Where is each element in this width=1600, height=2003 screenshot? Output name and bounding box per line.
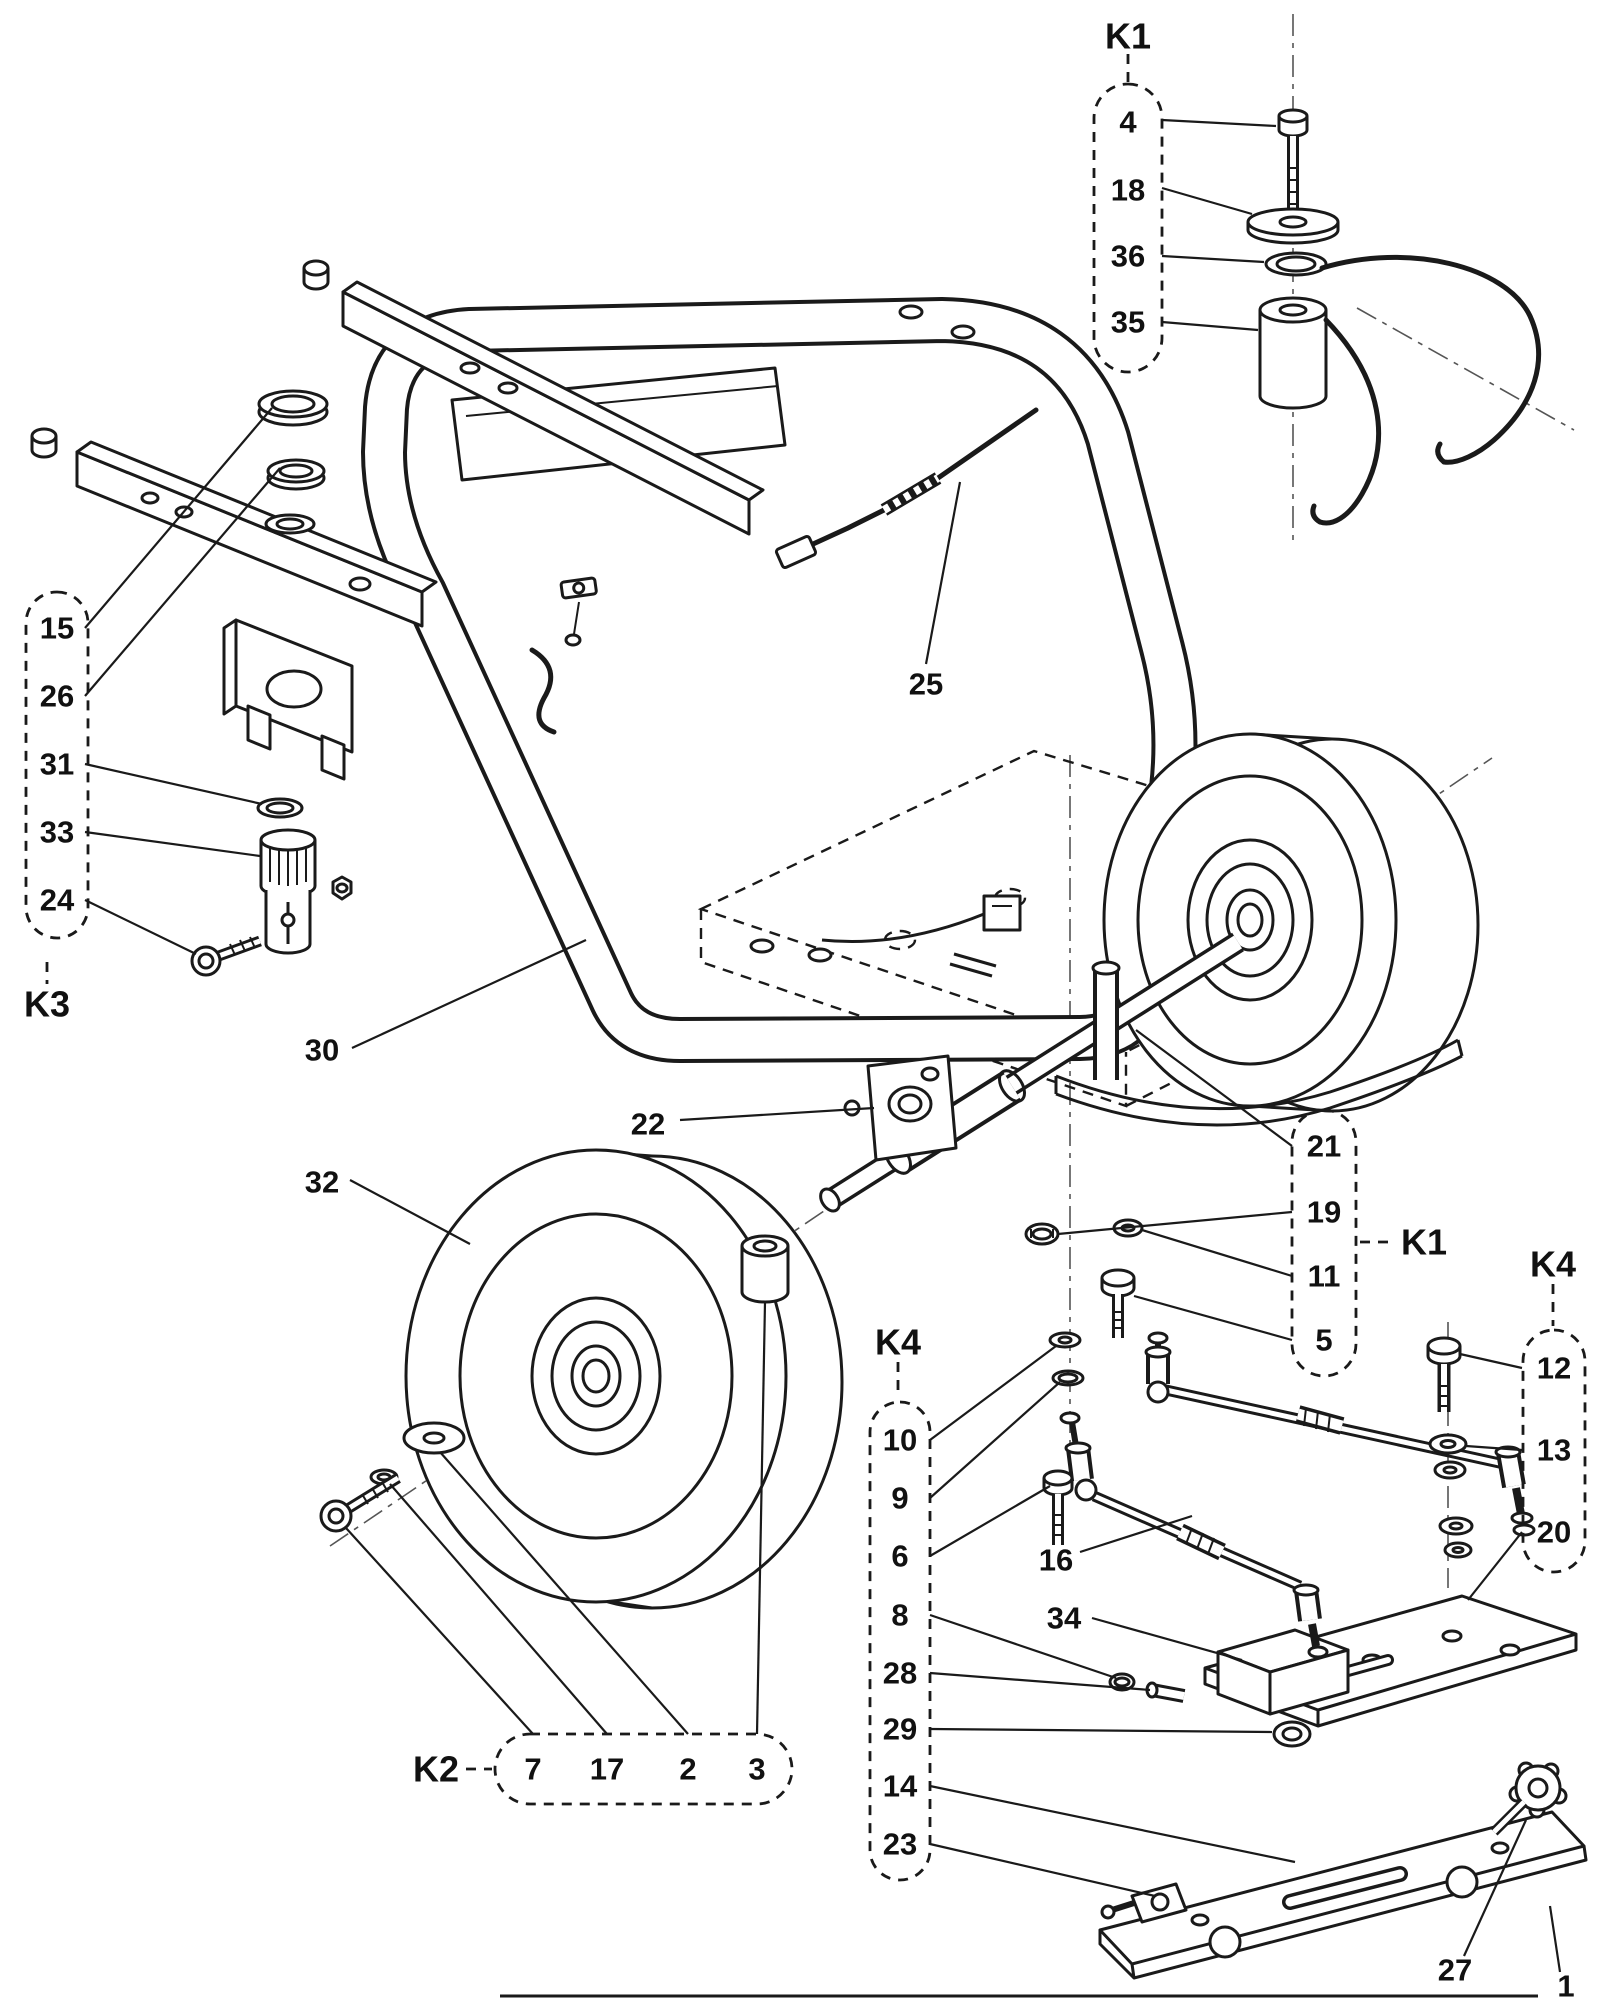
callout-30: 30 [305, 1033, 339, 1068]
callout-1: 1 [1557, 1969, 1574, 2003]
callout-9: 9 [891, 1481, 908, 1516]
callout-33: 33 [40, 815, 74, 850]
left-wheel [404, 1148, 844, 1610]
callout-26: 26 [40, 679, 74, 714]
swivel-lock-assembly [190, 797, 353, 977]
callout-21: 21 [1307, 1129, 1341, 1164]
callout-7: 7 [524, 1752, 541, 1787]
kit-label-k2: K2 [413, 1749, 459, 1790]
bearing-bracket [843, 1054, 958, 1162]
spacer-rings [257, 389, 329, 535]
callout-25: 25 [909, 667, 943, 702]
star-knob-27 [1490, 1761, 1568, 1836]
callout-28: 28 [883, 1656, 917, 1691]
small-clamp [529, 576, 598, 735]
callout-11: 11 [1308, 1259, 1341, 1294]
wire-harness [821, 894, 1022, 978]
kit-box-k1-top [1092, 82, 1164, 374]
callout-24: 24 [40, 883, 75, 918]
kit-box-k4-left [868, 1400, 932, 1882]
kit-label-k4-left: K4 [875, 1322, 921, 1363]
kit-label-k4-right: K4 [1530, 1244, 1576, 1285]
callout-14: 14 [883, 1769, 918, 1804]
cable-connector [774, 535, 818, 569]
callout-12: 12 [1537, 1351, 1571, 1386]
kit-boxes [24, 54, 1587, 1882]
axle-bushing [740, 1234, 790, 1304]
kingpin-hardware [1024, 1218, 1144, 1338]
callout-4: 4 [1119, 105, 1137, 140]
callout-23: 23 [883, 1827, 917, 1862]
kit-label-k3: K3 [24, 984, 70, 1025]
plate-hardware [1426, 1336, 1474, 1559]
callout-29: 29 [883, 1712, 917, 1747]
connector-box [982, 894, 1022, 932]
kit-box-k3 [24, 590, 90, 940]
callout-3: 3 [748, 1752, 765, 1787]
socket-bolt-24 [190, 945, 222, 977]
callout-15: 15 [40, 611, 74, 646]
pivot-bushing-29 [1272, 1720, 1312, 1748]
wheel-hardware [319, 1421, 466, 1533]
throttle-cable [774, 407, 1039, 569]
mount-plates [1098, 1594, 1588, 1980]
callout-6: 6 [891, 1539, 908, 1574]
kit-box-k1-mid [1290, 1108, 1358, 1378]
k1-detail-parts [1246, 108, 1542, 526]
callout-18: 18 [1111, 173, 1145, 208]
right-wheel [1102, 732, 1480, 1113]
leader-lines [84, 118, 1562, 1973]
callout-20: 20 [1537, 1515, 1571, 1550]
callout-16: 16 [1039, 1543, 1073, 1578]
kit-box-k2 [493, 1732, 794, 1806]
callout-31: 31 [40, 747, 74, 782]
callout-22: 22 [631, 1107, 665, 1142]
main-frame [384, 306, 1174, 1040]
callout-17: 17 [590, 1752, 624, 1787]
callout-19: 19 [1307, 1195, 1341, 1230]
callout-34: 34 [1047, 1601, 1082, 1636]
steering-hardware [1042, 1331, 1186, 1703]
callout-8: 8 [891, 1598, 908, 1633]
kit-label-k1-top: K1 [1105, 16, 1151, 57]
callout-32: 32 [305, 1165, 339, 1200]
callout-5: 5 [1315, 1323, 1332, 1358]
kit-box-k4-right [1521, 1328, 1587, 1574]
mount-beams [30, 259, 765, 628]
callout-13: 13 [1537, 1433, 1571, 1468]
caster-bracket [222, 618, 354, 781]
callout-27: 27 [1438, 1953, 1472, 1988]
callout-10: 10 [883, 1423, 917, 1458]
callouts: K1 4 18 36 35 15 26 31 33 24 K3 30 25 22… [24, 16, 1576, 2003]
callout-35: 35 [1111, 305, 1145, 340]
kit-label-k1-mid: K1 [1401, 1222, 1447, 1263]
callout-2: 2 [679, 1752, 696, 1787]
callout-36: 36 [1111, 239, 1145, 274]
